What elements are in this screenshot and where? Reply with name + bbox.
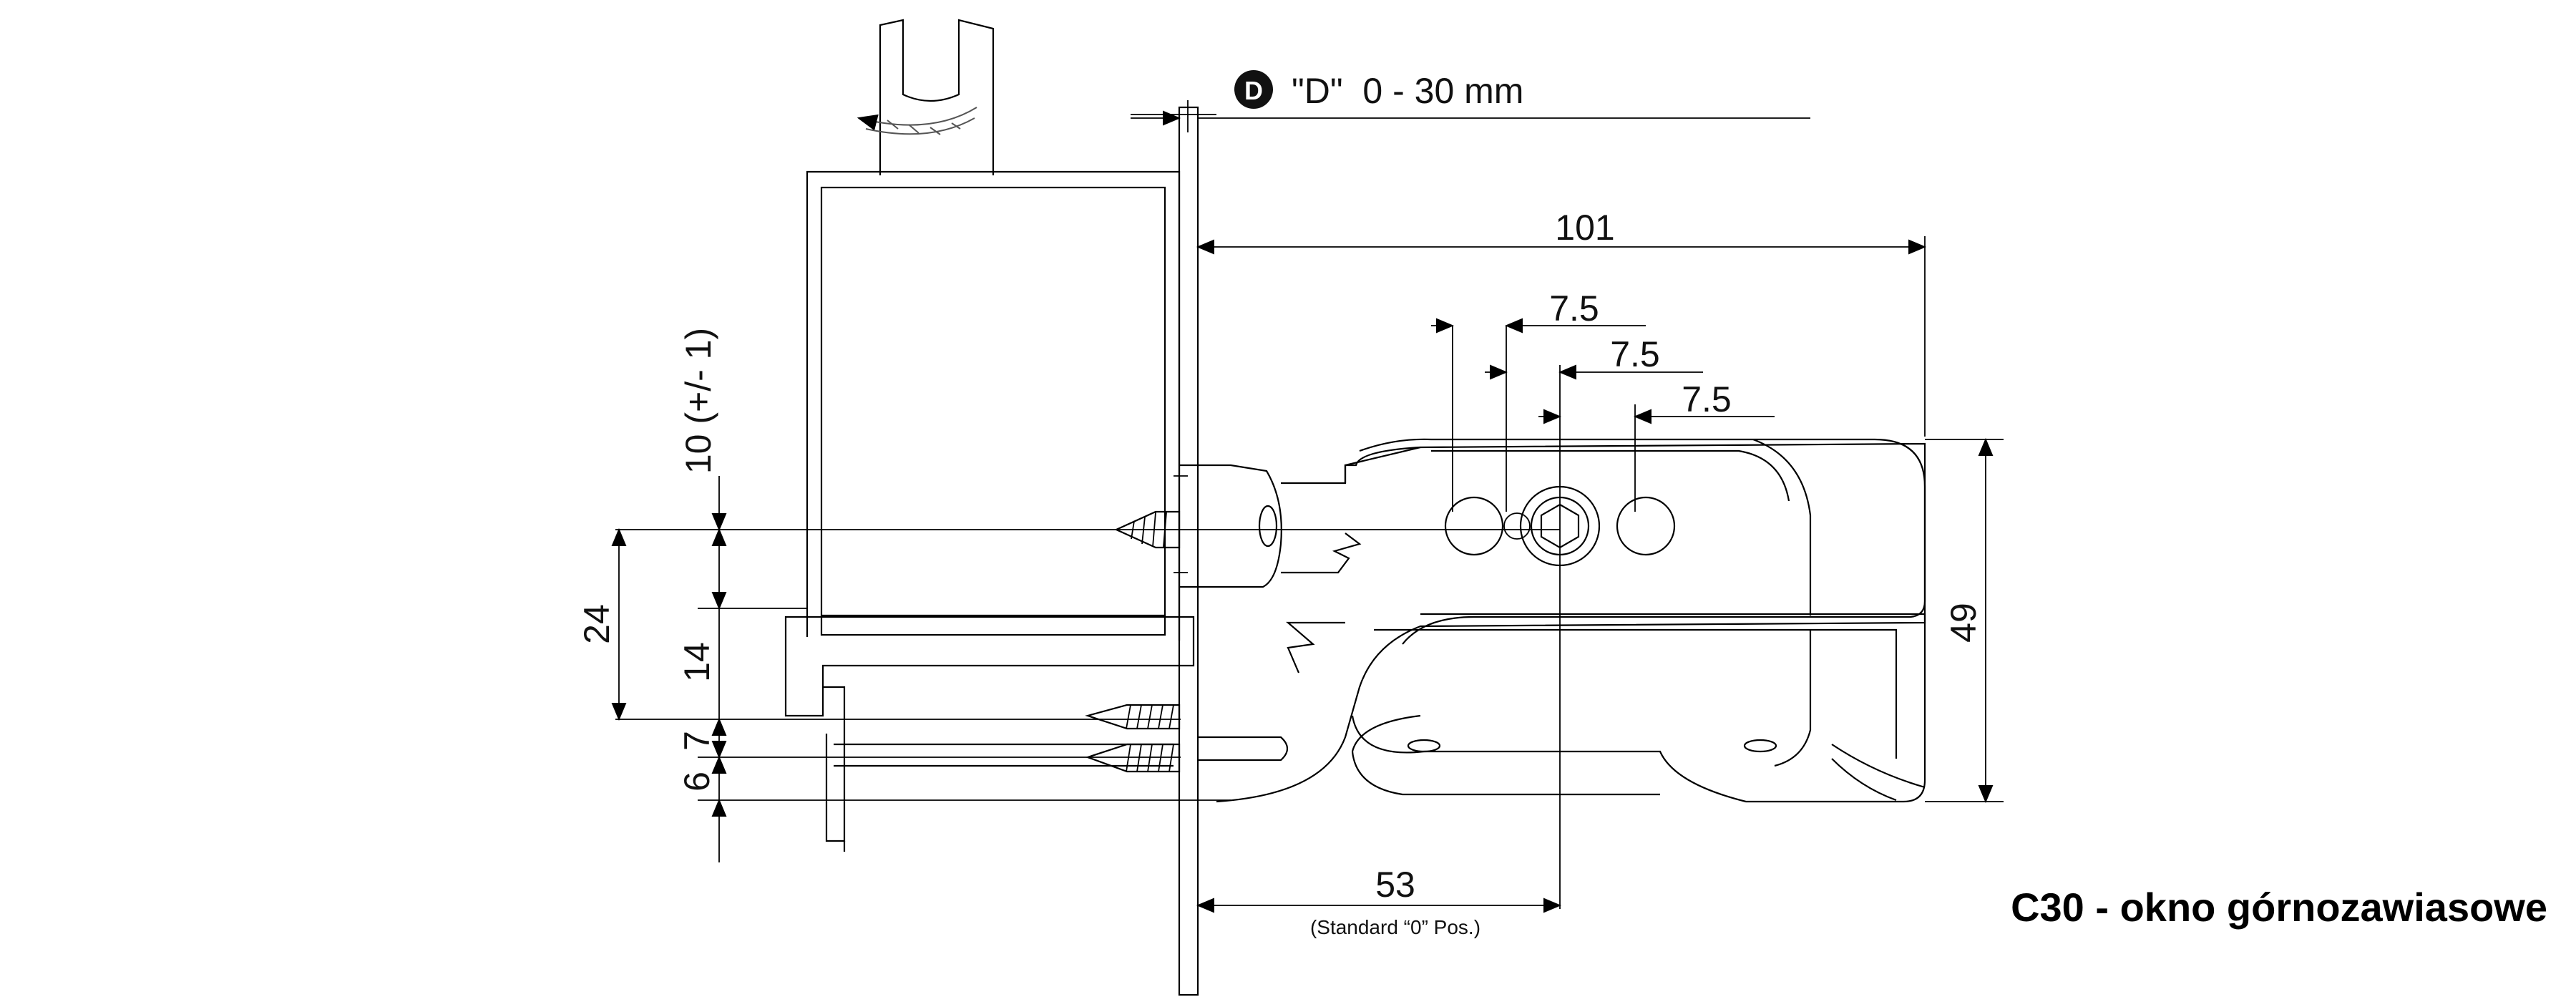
d-badge-icon	[1234, 70, 1273, 109]
dim-6: 6	[677, 772, 717, 792]
page-title: C30 - okno górnozawiasowe	[2011, 885, 2547, 930]
dimension-lines	[611, 110, 2004, 913]
screws	[1085, 510, 1289, 773]
hinge-body	[1174, 438, 1926, 803]
dim-53: 53	[1375, 865, 1415, 905]
mounting-plate	[1131, 100, 1216, 996]
dim-14: 14	[677, 642, 717, 682]
dim-step-1: 7.5	[1549, 288, 1599, 329]
legend-d: D "D" 0 - 30 mm	[1234, 70, 1523, 111]
dim-step-2: 7.5	[1610, 334, 1660, 374]
dim-53-note: (Standard “0” Pos.)	[1310, 916, 1480, 938]
frame-profile	[784, 19, 1195, 852]
dim-49: 49	[1943, 603, 1984, 643]
d-range-label: "D" 0 - 30 mm	[1292, 71, 1523, 111]
dim-24: 24	[577, 604, 617, 644]
screw-mid	[1085, 704, 1181, 730]
d-badge-letter: D	[1244, 76, 1263, 105]
screw-low	[1085, 743, 1181, 773]
dim-step-3: 7.5	[1682, 379, 1732, 419]
dim-7: 7	[677, 731, 717, 751]
dim-101: 101	[1555, 208, 1614, 248]
dim-10-tolerance: 10 (+/- 1)	[678, 328, 718, 474]
